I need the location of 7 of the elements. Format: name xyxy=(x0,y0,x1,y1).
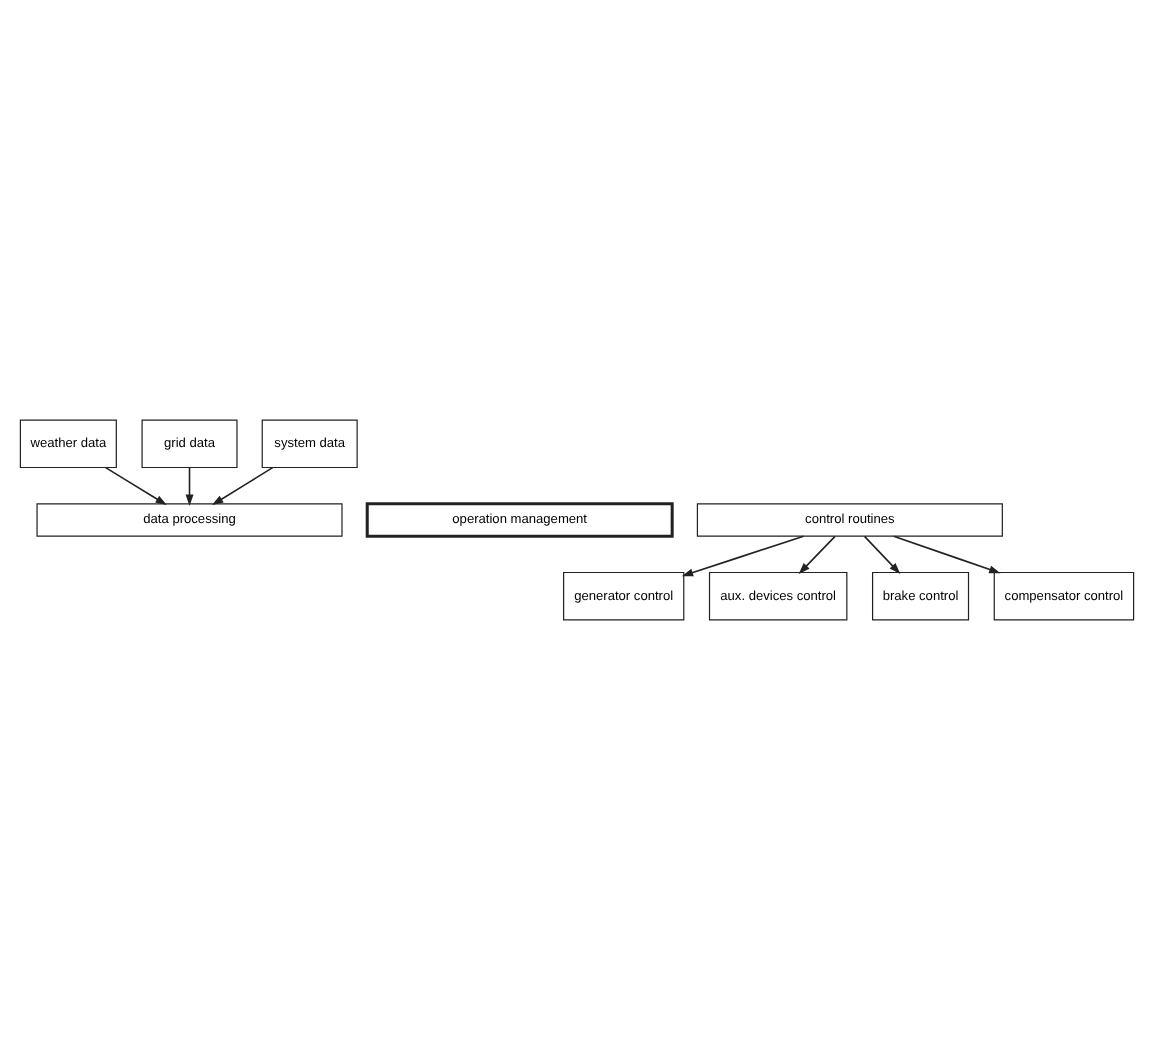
arrow xyxy=(863,534,901,574)
arrow xyxy=(681,534,805,576)
arrow xyxy=(798,534,836,573)
arrow xyxy=(185,466,194,505)
arrow xyxy=(104,465,167,505)
arrow xyxy=(892,534,1001,573)
arrow xyxy=(212,465,274,505)
